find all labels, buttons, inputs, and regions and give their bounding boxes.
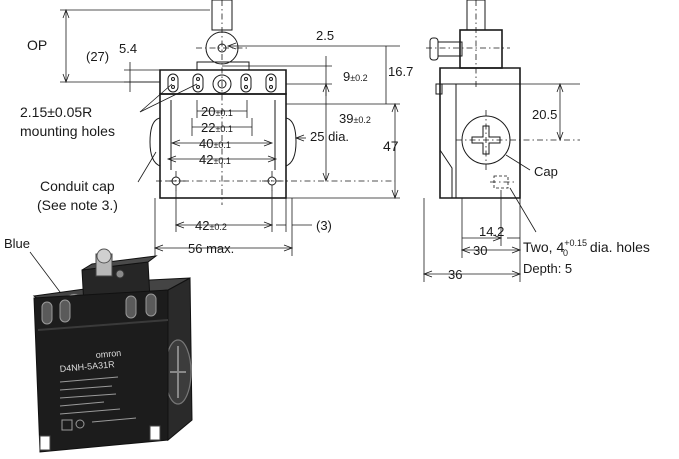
- dim-30: 30: [473, 243, 487, 258]
- dim-16-7: 16.7: [388, 64, 413, 79]
- front-body: [159, 93, 287, 199]
- cap-label: Cap: [534, 164, 558, 179]
- model-label: D4NH-5A31R: [59, 359, 115, 374]
- dim-2-5: 2.5: [316, 28, 334, 43]
- dim-36: 36: [448, 267, 462, 282]
- dim-47: 47: [383, 138, 399, 154]
- dim-3: (3): [316, 218, 332, 233]
- dim-42-inner: 42±0.1: [199, 152, 231, 167]
- conduit-cap-callout-line2: (See note 3.): [37, 197, 118, 213]
- dim-5-4: 5.4: [119, 41, 137, 56]
- dim-39: 39±0.2: [339, 111, 371, 126]
- op-ref-label: (27): [86, 49, 109, 64]
- mounting-holes-callout-line1: 2.15±0.05R: [20, 104, 92, 120]
- product-photo: Blue omron D4NH-5A31R: [4, 236, 193, 453]
- side-head: [459, 29, 503, 69]
- blue-label: Blue: [4, 236, 30, 251]
- mounting-holes-callout-line2: mounting holes: [20, 123, 115, 139]
- front-view: OP (27) 5.4 2.5 16.7 9±0.2 39±0.2 47 25 …: [20, 0, 413, 256]
- depth-label: Depth: 5: [523, 261, 572, 276]
- brand-label: omron: [95, 348, 121, 360]
- dim-56-max: 56 max.: [188, 241, 234, 256]
- nameplate-lines: [59, 376, 137, 423]
- op-label: OP: [27, 37, 47, 53]
- dim-20-5: 20.5: [532, 107, 557, 122]
- front-center-screw: [212, 74, 232, 94]
- dim-40: 40±0.1: [199, 136, 231, 151]
- dim-22: 22±0.1: [201, 120, 233, 135]
- dim-14-2: 14.2: [479, 224, 504, 239]
- dim-9: 9±0.2: [343, 69, 368, 84]
- conduit-cap-callout-line1: Conduit cap: [40, 178, 115, 194]
- dim-25-dia: 25 dia.: [310, 129, 349, 144]
- dim-20: 20±0.1: [201, 104, 233, 119]
- dim-42-outer: 42±0.2: [195, 218, 227, 233]
